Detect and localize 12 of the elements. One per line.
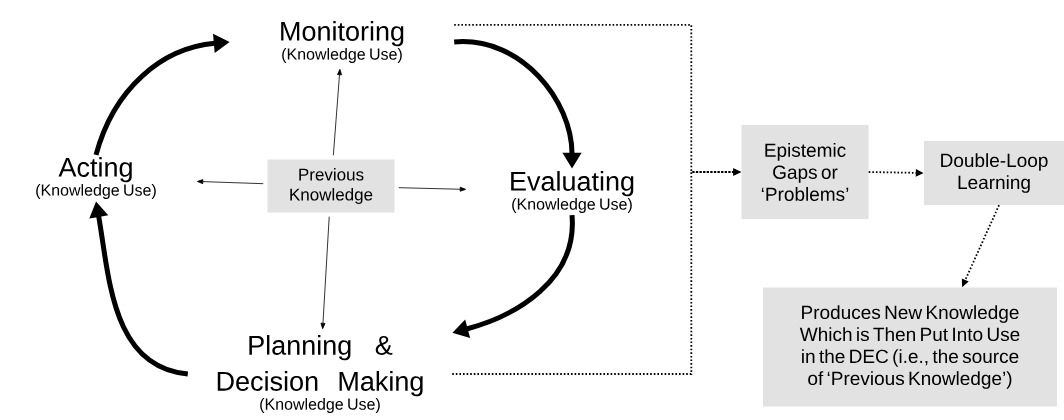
knowledge-box: Produces New Knowledge Which is Then Put Into Use in the DEC (i.e., the source of ‘Previous Knowledge’): [763, 287, 1057, 407]
stage-label: Planning & Decision Making (Knowledge Use): [217, 335, 423, 413]
stage-label: Monitoring (Knowledge Use): [281, 21, 404, 63]
arrow: [320, 216, 330, 330]
knowledge-box: Double-Loop Learning: [924, 141, 1064, 205]
stage-label: Acting (Knowledge Use): [36, 157, 156, 199]
arrow: [332, 68, 342, 156]
knowledge-box: Epistemic Gaps or ‘Problems’: [741, 125, 869, 219]
stage-label: Evaluating (Knowledge Use): [511, 171, 634, 213]
knowledge-box: Previous Knowledge: [267, 159, 395, 213]
arrow: [197, 179, 264, 185]
arrow: [398, 186, 466, 192]
